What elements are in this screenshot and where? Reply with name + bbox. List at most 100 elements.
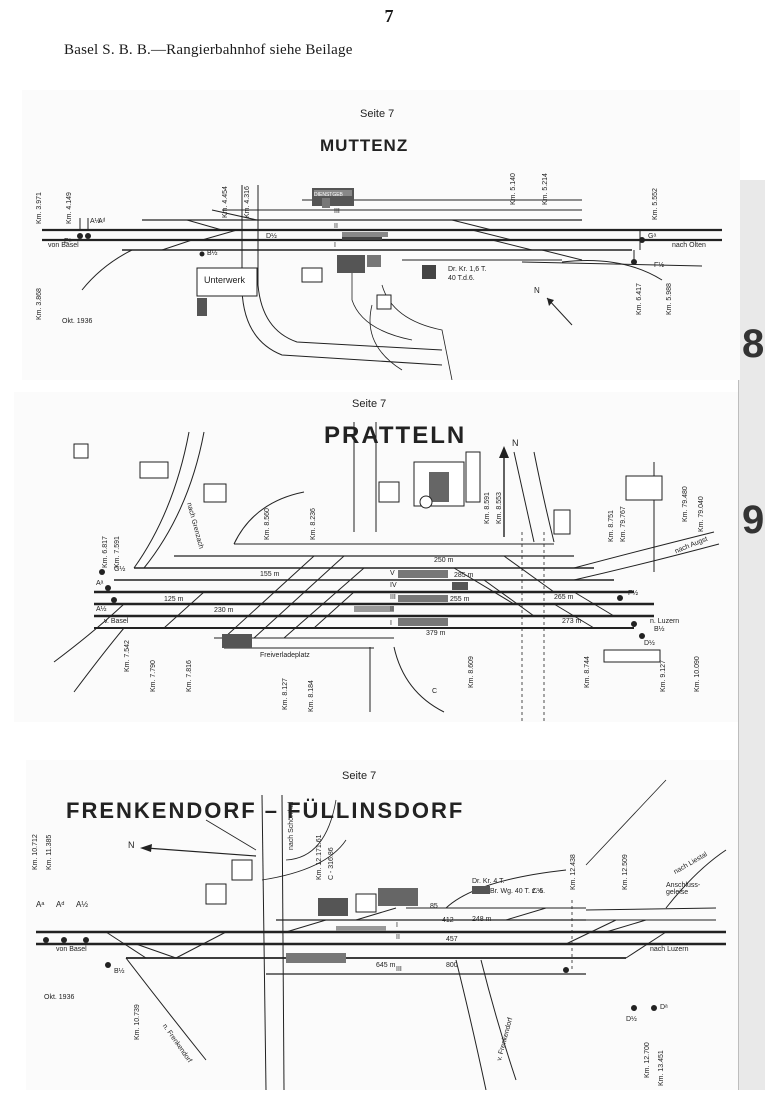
- frenkendorf-length: 85: [430, 903, 438, 910]
- muttenz-signal-ga: Gᵃ: [648, 233, 657, 240]
- frenkendorf-anschlussgeleise: Anschluss-geleise: [666, 882, 701, 896]
- pratteln-km-label: Km. 10.090: [694, 656, 701, 692]
- muttenz-km-label: Km. 5.988: [666, 283, 673, 315]
- frenkendorf-km-label: Km. 12.171.61: [316, 834, 323, 880]
- muttenz-km-label: Km. 4.316: [244, 186, 251, 218]
- pratteln-signal-f-half: F½: [628, 590, 639, 597]
- frenkendorf-signal-ad: Aᵈ: [56, 900, 65, 909]
- pratteln-length: 285 m: [454, 572, 474, 579]
- muttenz-track-ii: II: [334, 223, 338, 230]
- pratteln-km-label: Km. 7.542: [124, 640, 131, 672]
- frenkendorf-length: 645 m: [376, 962, 396, 969]
- muttenz-von-basel: von Basel: [48, 242, 79, 249]
- frenkendorf-length: 412: [442, 917, 454, 924]
- frenkendorf-title: FRENKENDORF – FÜLLINSDORF: [66, 798, 465, 823]
- frenkendorf-crane: Dr. Kr. 4 T.: [472, 878, 505, 885]
- frenkendorf-km-label: Km. 12.438: [570, 854, 577, 890]
- strip-digit-8: 8: [742, 322, 765, 366]
- pratteln-km-label: Km. 8.560: [264, 508, 271, 540]
- muttenz-km-label: Km. 4.454: [222, 186, 229, 218]
- frenkendorf-signal-d-half: D½: [626, 1016, 637, 1023]
- muttenz-north: N: [534, 286, 540, 295]
- muttenz-signal-b-half: B½: [207, 250, 218, 257]
- frenkendorf-tracks: [36, 779, 727, 1090]
- muttenz-title: MUTTENZ: [320, 136, 409, 155]
- frenkendorf-weighbridge: Br. Wg. 40 T. z. 6.: [490, 888, 546, 895]
- muttenz-km-label: Km. 3.868: [36, 288, 43, 320]
- pratteln-signal-aa: Aᵃ: [96, 580, 104, 587]
- pratteln-track-ii: II: [390, 606, 394, 613]
- pratteln-title: PRATTELN: [324, 422, 467, 449]
- pratteln-tracks: [53, 422, 720, 722]
- muttenz-seite: Seite 7: [360, 108, 395, 120]
- pratteln-signal-b-half: B½: [654, 626, 665, 633]
- muttenz-signal-d-half: D½: [266, 233, 277, 240]
- frenkendorf-signal-da: Dᵃ: [660, 1004, 668, 1011]
- muttenz-dienstgebaeude: DIENSTGEB: [314, 192, 343, 198]
- frenkendorf-date: Okt. 1936: [44, 994, 75, 1001]
- pratteln-signal-c: C: [432, 688, 438, 695]
- pratteln-track-i: I: [390, 620, 392, 627]
- frenkendorf-km-label: Km. 10.739: [134, 1004, 141, 1040]
- frenkendorf-length: 457: [446, 936, 458, 943]
- frenkendorf-signal-aa: Aᵃ: [36, 900, 45, 909]
- frenkendorf-nach-luzern: nach Luzern: [650, 946, 689, 953]
- muttenz-signal-f-half: F½: [654, 262, 665, 269]
- pratteln-signal-d-half: D½: [644, 640, 655, 647]
- muttenz-track-iii: III: [334, 208, 340, 215]
- pratteln-north: N: [512, 438, 519, 448]
- frenkendorf-signal-b-half: B½: [114, 968, 125, 975]
- pratteln-km-label: Km. 8.184: [308, 680, 315, 712]
- rangierbahnhof-note: Basel S. B. B.—Rangierbahnhof siehe Beil…: [64, 42, 353, 58]
- frenkendorf-km-label: Km. 10.712: [32, 834, 39, 870]
- pratteln-length: 273 m: [562, 618, 582, 625]
- frenkendorf-km-label: Km. 11.385: [46, 834, 53, 870]
- pratteln-km-label: Km. 6.817: [102, 536, 109, 568]
- pratteln-km-label: Km. 8.553: [496, 492, 503, 524]
- pratteln-km-label: Km. 7.816: [186, 660, 193, 692]
- pratteln-nach-luzern: n. Luzern: [650, 618, 680, 625]
- muttenz-track-i: I: [334, 242, 336, 249]
- frenkendorf-seite: Seite 7: [342, 770, 377, 782]
- muttenz-signal-a-half: A½: [90, 218, 101, 225]
- pratteln-length: 230 m: [214, 607, 234, 614]
- muttenz-tracks: [42, 185, 722, 380]
- frenkendorf-track-iii: III: [396, 966, 402, 973]
- frenkendorf-track-i: I: [396, 922, 398, 929]
- frenkendorf-signal-a-half: A½: [76, 900, 89, 909]
- muttenz-date: Okt. 1936: [62, 318, 93, 325]
- pratteln-length: 250 m: [434, 557, 454, 564]
- pratteln-track-v: V: [390, 570, 395, 577]
- strip-digit-9: 9: [742, 498, 765, 542]
- pratteln-km-label: Km. 79.767: [620, 506, 627, 542]
- pratteln-signal-a-half: A½: [96, 606, 107, 613]
- pratteln-km-label: Km. 8.744: [584, 656, 591, 688]
- muttenz-km-label: Km. 6.417: [636, 283, 643, 315]
- pratteln-signal-g-half: G½: [114, 566, 126, 573]
- frenkendorf-length: 800: [446, 962, 458, 969]
- muttenz-km-label: Km. 5.552: [652, 188, 659, 220]
- pratteln-km-label: Km. 79.040: [698, 496, 705, 532]
- frenkendorf-km-label: Km. 12.509: [622, 854, 629, 890]
- frenkendorf-von-basel: von Basel: [56, 946, 87, 953]
- page-number: 7: [384, 6, 394, 26]
- binding-strip: [738, 180, 765, 1090]
- pratteln-km-label: Km. 7.790: [150, 660, 157, 692]
- frenkendorf-diagram: Seite 7 FRENKENDORF – FÜLLINSDORF N Okt.…: [26, 760, 738, 1090]
- frenkendorf-length: 248 m: [472, 916, 492, 923]
- pratteln-km-label: Km. 8.751: [608, 510, 615, 542]
- pratteln-km-label: Km. 8.609: [468, 656, 475, 688]
- pratteln-km-label: Km. 9.127: [660, 660, 667, 692]
- pratteln-length: 255 m: [450, 596, 470, 603]
- pratteln-von-basel: v. Basel: [104, 618, 129, 625]
- frenkendorf-km-label: Km. 12.700: [644, 1042, 651, 1078]
- pratteln-length: 155 m: [260, 571, 280, 578]
- muttenz-diagram: Seite 7 MUTTENZ Unterwerk DIENSTGEB Okt.…: [22, 90, 740, 380]
- muttenz-km-label: Km. 5.214: [542, 173, 549, 205]
- pratteln-km-label: Km. 79.480: [682, 486, 689, 522]
- frenkendorf-km-label: C - 316.86: [328, 847, 335, 880]
- pratteln-km-label: Km. 8.591: [484, 492, 491, 524]
- pratteln-km-label: Km. 8.127: [282, 678, 289, 710]
- pratteln-diagram: Seite 7 PRATTELN N Freiverladeplatz v. B…: [14, 392, 738, 722]
- pratteln-length: 125 m: [164, 596, 184, 603]
